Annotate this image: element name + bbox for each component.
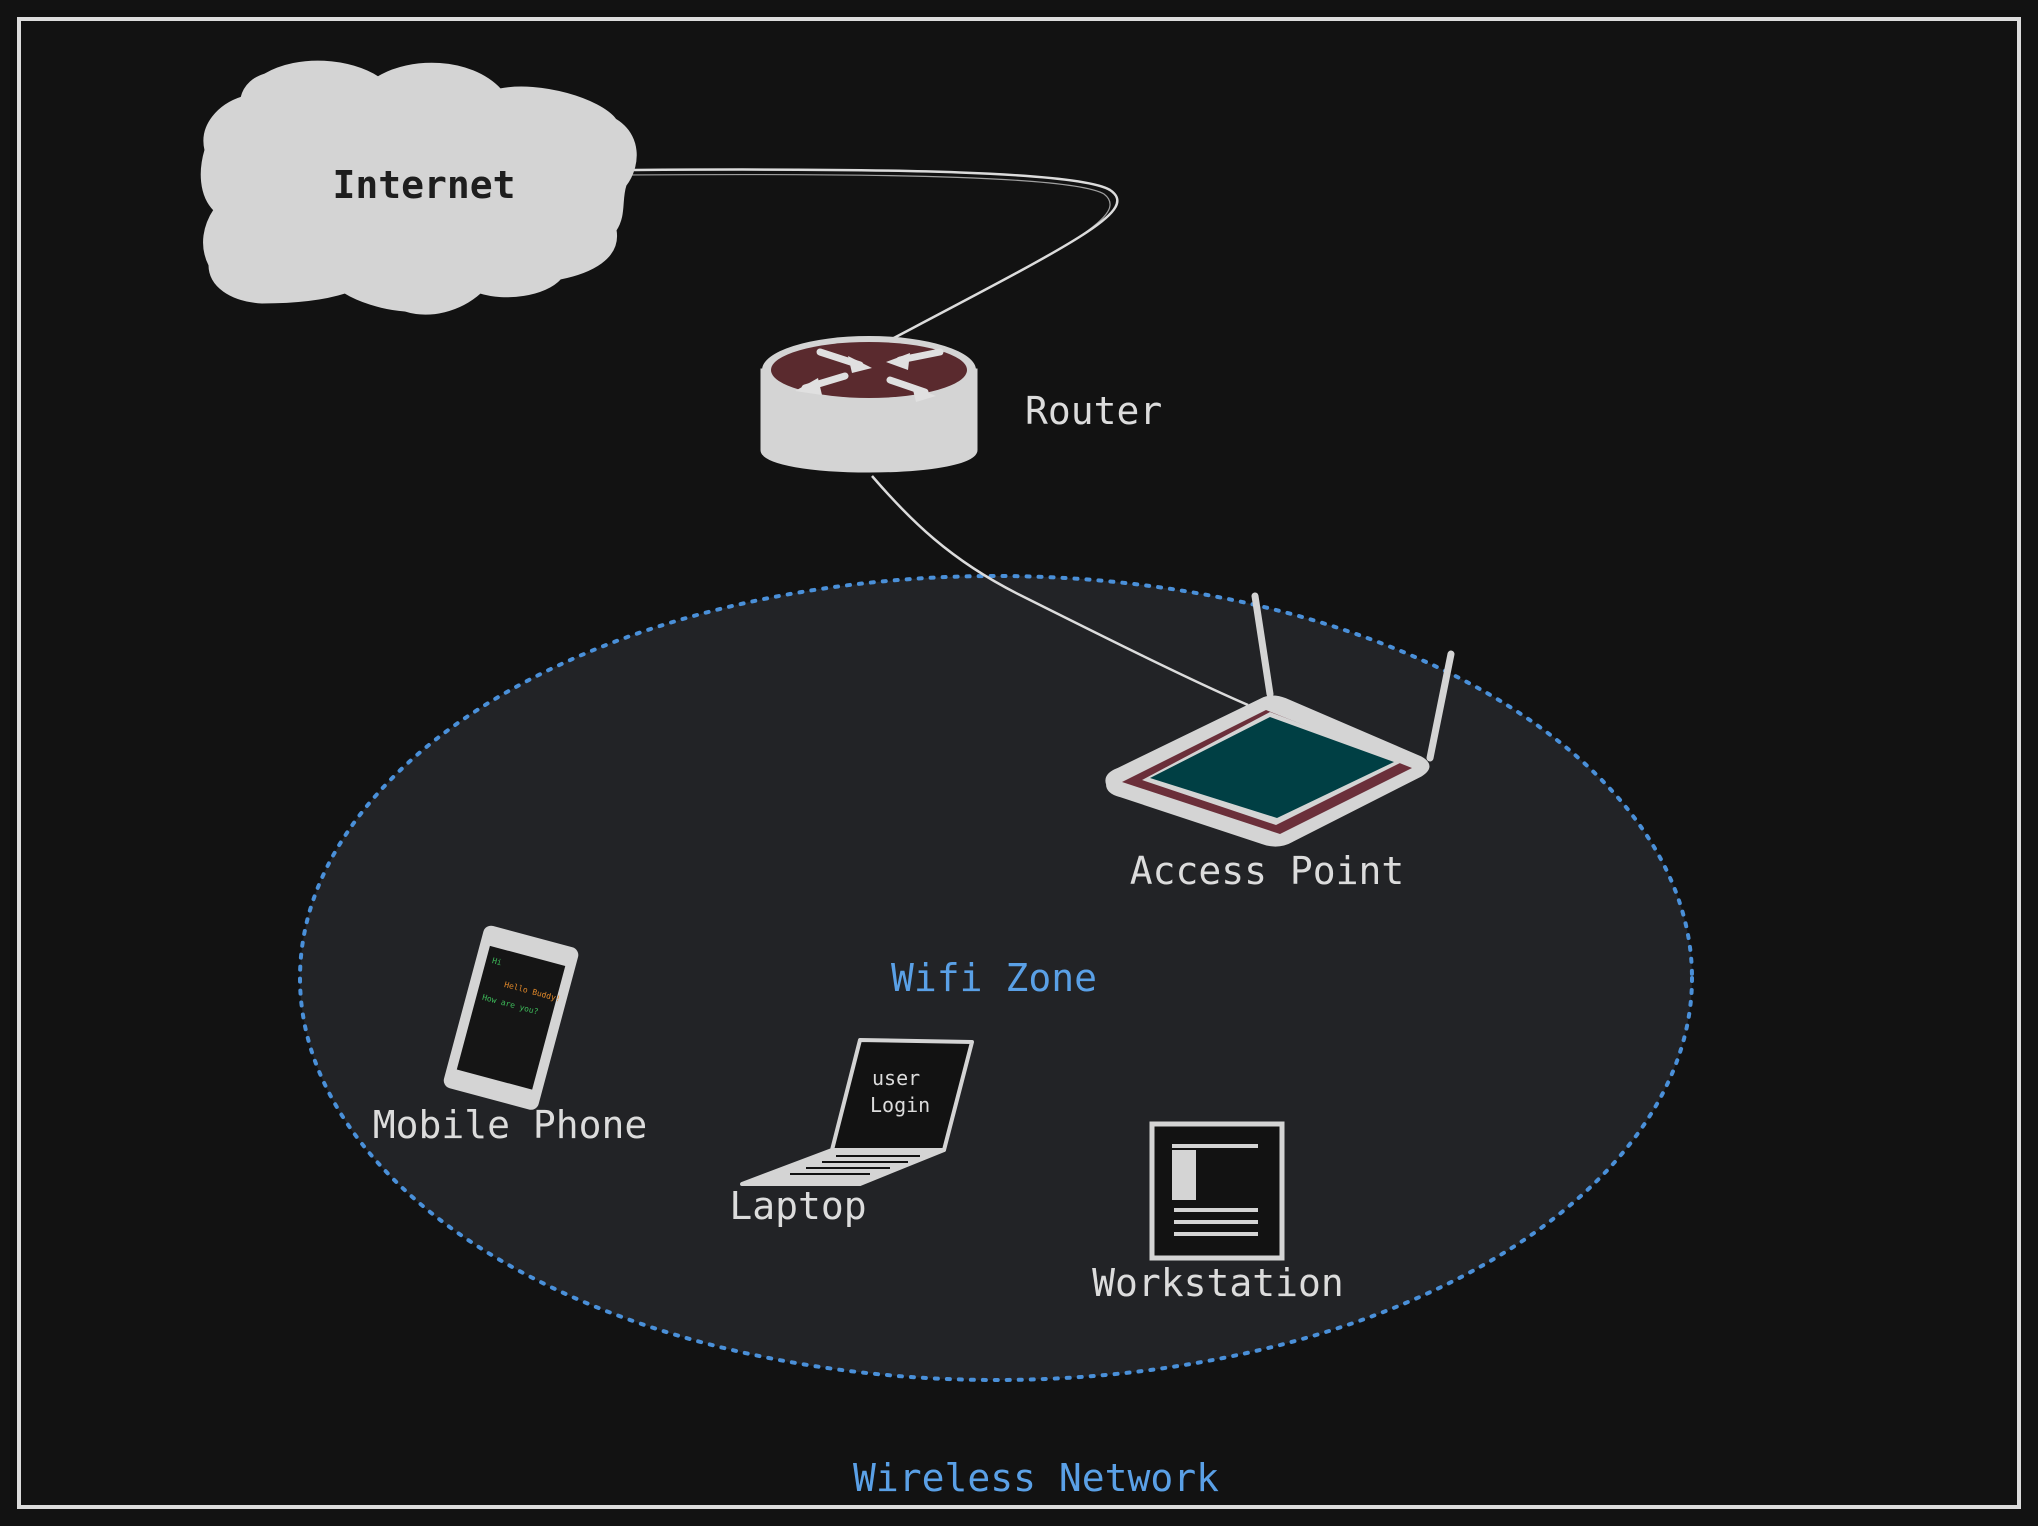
router-icon	[760, 336, 978, 473]
laptop-label: Laptop	[729, 1184, 866, 1228]
internet-router-link-shadow	[627, 173, 1111, 339]
laptop-screen-line1: user	[872, 1066, 920, 1090]
workstation-icon	[1149, 1121, 1285, 1261]
wifi-zone-label: Wifi Zone	[891, 956, 1097, 1000]
wireless-network-label: Wireless Network	[853, 1456, 1219, 1500]
access-point-label: Access Point	[1130, 849, 1405, 893]
diagram-frame	[17, 17, 2021, 1509]
workstation-label: Workstation	[1092, 1261, 1344, 1305]
router-accesspoint-link	[871, 475, 1249, 707]
access-point-icon	[1105, 592, 1455, 847]
internet-cloud-icon: Internet	[200, 60, 637, 315]
phone-msg-1: Hi	[491, 956, 503, 967]
mobile-phone-label: Mobile Phone	[373, 1103, 648, 1147]
mobile-phone-icon: Hi Hello Buddy! How are you?	[443, 925, 579, 1110]
laptop-icon: user Login	[740, 1038, 974, 1186]
internet-label: Internet	[332, 163, 515, 207]
router-label: Router	[1025, 389, 1162, 433]
internet-router-link	[627, 168, 1119, 342]
laptop-screen-line2: Login	[870, 1093, 930, 1117]
